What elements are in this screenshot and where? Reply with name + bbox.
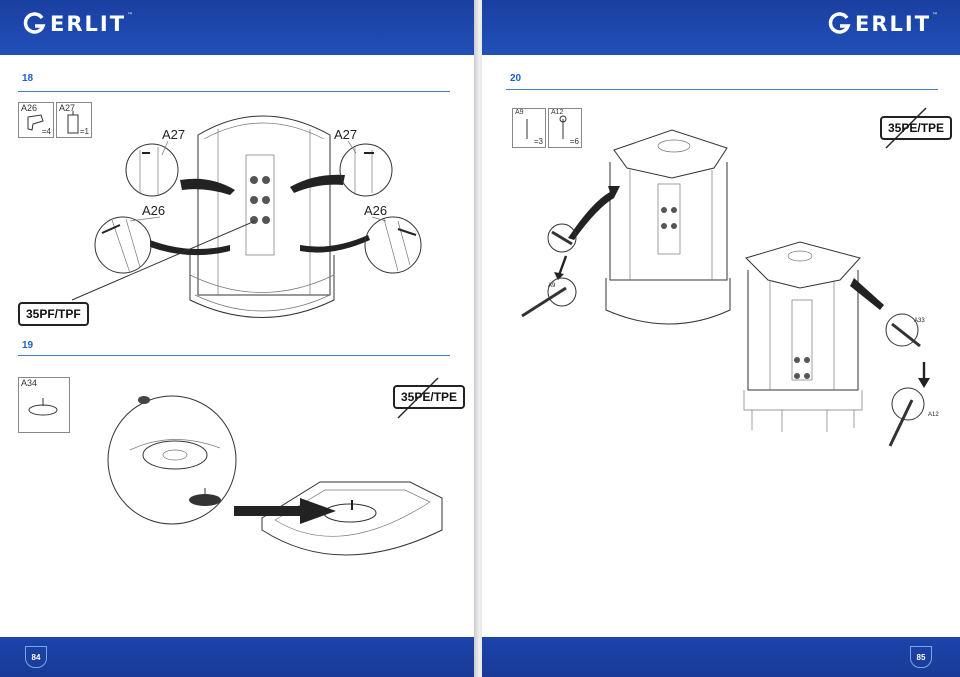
brand-tm: ™ xyxy=(127,12,134,19)
brand-name: ERLIT xyxy=(50,12,127,36)
part-code: A27 xyxy=(59,103,76,113)
brand-name: ERLIT xyxy=(855,12,932,36)
part-a26-box: A26 =4 xyxy=(18,102,54,138)
callout-a33: A33 xyxy=(914,318,925,324)
brand-tm: ™ xyxy=(932,12,939,19)
step-20-rule xyxy=(506,89,938,90)
screw-icon xyxy=(526,119,528,139)
step-19-number: 19 xyxy=(22,340,34,351)
erlit-logo-icon xyxy=(828,12,851,34)
callout-a26-right: A26 xyxy=(364,203,388,218)
part-qty: =3 xyxy=(533,137,543,146)
part-code: A9 xyxy=(515,109,524,116)
left-footer-bar xyxy=(0,637,478,677)
step-18-shower-cabin-illustration xyxy=(71,115,422,318)
step-19-rule xyxy=(18,355,450,356)
step-20-number: 20 xyxy=(510,73,522,84)
page-number-right: 85 xyxy=(910,646,932,668)
part-code: A34 xyxy=(21,378,38,388)
part-a9-box: A9 =3 xyxy=(512,108,546,148)
part-a12-box: A12 =6 xyxy=(548,108,582,148)
model-tag-35pf-tpf: 35PF/TPF xyxy=(18,302,89,326)
step-19-tray-illustration xyxy=(107,395,443,556)
left-page: ERLIT ™ 18 A26 =4 A27 =1 xyxy=(0,0,478,677)
left-header-bar xyxy=(0,0,478,55)
callout-a9: A9 xyxy=(548,283,556,289)
callout-a12: A12 xyxy=(928,412,939,418)
part-a27-box: A27 =1 xyxy=(56,102,92,138)
strike-line xyxy=(397,377,439,419)
callout-a26-left: A26 xyxy=(142,203,166,218)
right-footer-bar xyxy=(482,637,960,677)
right-header-bar xyxy=(482,0,960,55)
erlit-logo-icon xyxy=(23,12,46,34)
step-20-shower-cabins-illustration xyxy=(521,129,930,447)
callout-a27-right: A27 xyxy=(334,127,358,142)
part-qty: =6 xyxy=(569,137,579,146)
part-a34-box: A34 xyxy=(18,377,70,433)
bracket-icon xyxy=(27,114,44,131)
part-code: A12 xyxy=(551,109,564,116)
right-page: ERLIT ™ 20 A9 =3 A12 =6 35PE/TPE xyxy=(482,0,960,677)
part-qty: =4 xyxy=(41,127,51,136)
page-number-left: 84 xyxy=(25,646,47,668)
clip-icon xyxy=(67,111,79,134)
strike-line xyxy=(885,107,927,149)
part-qty: =1 xyxy=(79,127,89,136)
shower-head-icon xyxy=(28,398,58,416)
screw-icon xyxy=(559,115,567,139)
step-18-rule xyxy=(18,91,450,92)
step-18-number: 18 xyxy=(22,73,34,84)
left-logo: ERLIT ™ xyxy=(22,12,133,36)
part-code: A26 xyxy=(21,103,38,113)
right-logo: ERLIT ™ xyxy=(827,12,938,36)
callout-a27-left: A27 xyxy=(162,127,186,142)
